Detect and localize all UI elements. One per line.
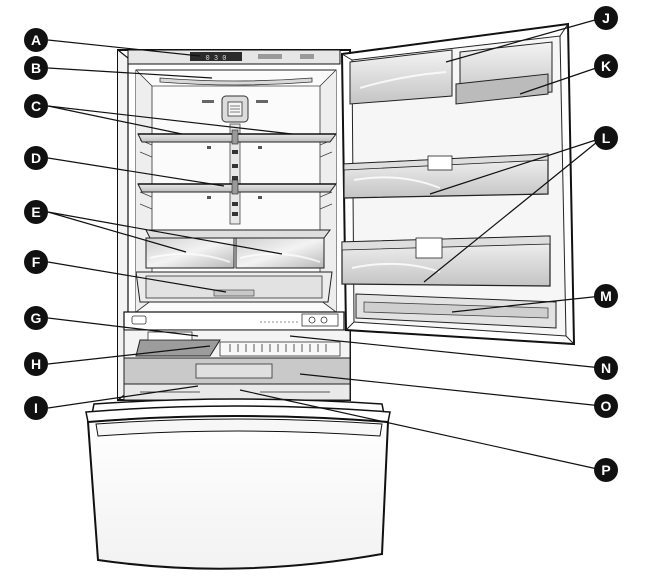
callout-g-letter: G xyxy=(31,310,42,326)
callout-b: B xyxy=(24,56,48,80)
callout-n-circle xyxy=(594,356,618,380)
callout-p-circle xyxy=(594,458,618,482)
callout-k: K xyxy=(594,54,618,78)
temperature-display-digits: 0 3 0 xyxy=(205,55,226,63)
leader-i xyxy=(47,385,199,409)
leader-d xyxy=(47,157,225,187)
callout-l: L xyxy=(594,126,618,150)
freezer-drawer xyxy=(85,398,391,570)
leader-c-2 xyxy=(47,105,293,135)
crisper-drawers xyxy=(145,237,325,269)
leader-n xyxy=(289,335,603,369)
callout-c: C xyxy=(24,94,48,118)
callout-o-circle xyxy=(594,394,618,418)
callout-d-letter: D xyxy=(31,150,41,166)
callout-a-circle xyxy=(24,28,48,52)
callout-k-letter: K xyxy=(601,58,611,74)
leader-m xyxy=(451,295,603,313)
leader-h xyxy=(47,345,211,365)
door-bin-lower xyxy=(341,235,551,287)
callout-e-letter: E xyxy=(31,204,40,220)
callout-m-letter: M xyxy=(600,288,612,304)
ice-maker xyxy=(135,339,221,357)
glass-shelf-upper xyxy=(137,129,337,145)
callout-f-circle xyxy=(24,250,48,274)
leader-e-1 xyxy=(47,211,187,253)
callout-c-circle xyxy=(24,94,48,118)
callout-d: D xyxy=(24,146,48,170)
callout-l-letter: L xyxy=(602,130,611,146)
leader-c-1 xyxy=(47,105,183,135)
leader-p xyxy=(239,389,603,471)
leader-l-1 xyxy=(429,137,603,195)
door-bin-upper xyxy=(343,153,549,199)
callout-b-circle xyxy=(24,56,48,80)
freezer-drawer-handle xyxy=(95,418,383,437)
callout-g-circle xyxy=(24,306,48,330)
callout-n: N xyxy=(594,356,618,380)
door-bin-small xyxy=(455,41,553,105)
freezer-divider xyxy=(123,311,345,331)
callout-a-letter: A xyxy=(31,32,41,48)
callout-e-circle xyxy=(24,200,48,224)
callout-h-circle xyxy=(24,352,48,376)
dairy-compartment xyxy=(349,49,453,105)
callout-f-letter: F xyxy=(32,254,41,270)
callout-j-circle xyxy=(594,6,618,30)
callout-a: A xyxy=(24,28,48,52)
callout-o: O xyxy=(594,394,618,418)
callout-m-circle xyxy=(594,284,618,308)
glass-shelf-lower xyxy=(137,179,337,195)
callout-k-circle xyxy=(594,54,618,78)
refrigerator-door xyxy=(340,22,576,346)
leader-j xyxy=(445,17,603,63)
callout-j: J xyxy=(594,6,618,30)
callout-i-letter: I xyxy=(34,400,38,416)
callout-h-letter: H xyxy=(31,356,41,372)
callout-f: F xyxy=(24,250,48,274)
leader-b xyxy=(47,67,213,79)
callout-b-letter: B xyxy=(31,60,41,76)
leader-f xyxy=(47,261,227,293)
callout-n-letter: N xyxy=(601,360,611,376)
freezer-upper xyxy=(123,329,351,359)
leader-o xyxy=(299,373,603,407)
temperature-display xyxy=(190,52,242,61)
callout-d-circle xyxy=(24,146,48,170)
callout-p: P xyxy=(594,458,618,482)
leader-lines xyxy=(47,17,603,471)
callout-h: H xyxy=(24,352,48,376)
leader-g xyxy=(47,317,199,337)
callout-j-letter: J xyxy=(602,10,610,26)
callout-labels: AB C D E F G H I J K L M N O P xyxy=(24,6,618,482)
deli-drawer xyxy=(135,271,333,303)
leader-k xyxy=(519,65,603,95)
callout-p-letter: P xyxy=(601,462,610,478)
callout-e: E xyxy=(24,200,48,224)
callout-i: I xyxy=(24,396,48,420)
freezer-upper-drawer xyxy=(123,357,351,385)
callout-c-letter: C xyxy=(31,98,41,114)
callout-m: M xyxy=(594,284,618,308)
leader-l-2 xyxy=(423,137,603,283)
callout-l-circle xyxy=(594,126,618,150)
callout-o-letter: O xyxy=(601,398,612,414)
callout-i-circle xyxy=(24,396,48,420)
leader-e-2 xyxy=(47,211,283,255)
callout-g: G xyxy=(24,306,48,330)
leader-a xyxy=(47,39,201,57)
